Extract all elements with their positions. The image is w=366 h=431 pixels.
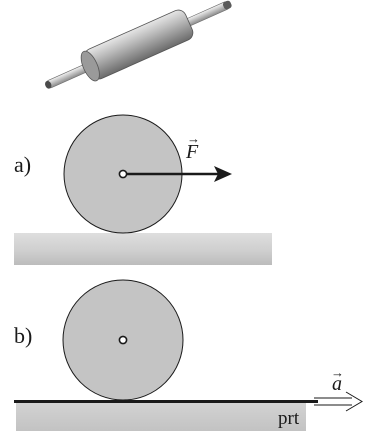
ground-block-a [14, 233, 272, 265]
rolling-pin-illustration [45, 0, 232, 89]
acceleration-label: a [332, 373, 342, 395]
plank-label: prt [278, 408, 300, 429]
force-arrow-head [214, 166, 232, 182]
axle-center-a [118, 169, 128, 179]
ground-block-b [16, 402, 306, 431]
acceleration-vector-mark: → [331, 365, 344, 380]
panel-a-label: a) [14, 152, 31, 177]
panel-b-label: b) [14, 323, 32, 348]
panel-a: a) F → [14, 114, 272, 265]
force-vector-mark: → [187, 131, 200, 146]
axle-center-b [118, 335, 128, 345]
panel-b: b) a → prt [14, 279, 363, 431]
force-label: F [185, 141, 199, 163]
acceleration-arrow [314, 391, 363, 412]
